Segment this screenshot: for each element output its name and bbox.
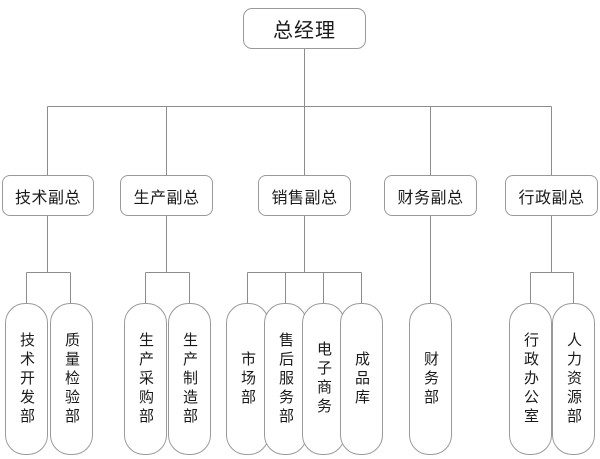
node-dept-e-commerce[interactable]: 电子商务 xyxy=(302,303,345,455)
node-dept-human-resources[interactable]: 人力资源部 xyxy=(552,303,595,455)
node-label: 生产采购部 xyxy=(137,331,155,427)
node-dept-production-procurement[interactable]: 生产采购部 xyxy=(124,303,167,455)
node-label: 电子商务 xyxy=(315,341,333,417)
node-label: 行政办公室 xyxy=(522,331,540,427)
node-label: 质量检验部 xyxy=(63,331,81,427)
node-label: 财务副总 xyxy=(397,187,464,207)
node-general-manager[interactable]: 总经理 xyxy=(243,8,366,49)
node-vp-sales[interactable]: 销售副总 xyxy=(258,175,351,216)
node-label: 人力资源部 xyxy=(565,331,583,427)
node-label: 生产制造部 xyxy=(181,331,199,427)
node-dept-finance[interactable]: 财务部 xyxy=(409,303,452,455)
node-label: 总经理 xyxy=(273,18,336,42)
node-vp-production[interactable]: 生产副总 xyxy=(120,175,213,216)
node-label: 成品库 xyxy=(353,350,371,408)
node-vp-finance[interactable]: 财务副总 xyxy=(384,175,477,216)
node-dept-after-sales-service[interactable]: 售后服务部 xyxy=(264,303,307,455)
node-dept-finished-goods-warehouse[interactable]: 成品库 xyxy=(340,303,383,455)
node-label: 售后服务部 xyxy=(277,331,295,427)
node-label: 生产副总 xyxy=(133,187,200,207)
node-label: 销售副总 xyxy=(271,187,338,207)
node-dept-technology-development[interactable]: 技术开发部 xyxy=(5,303,48,455)
node-dept-quality-inspection[interactable]: 质量检验部 xyxy=(50,303,93,455)
node-dept-administration-office[interactable]: 行政办公室 xyxy=(509,303,552,455)
node-dept-marketing[interactable]: 市场部 xyxy=(226,303,269,455)
node-label: 技术副总 xyxy=(14,187,81,207)
node-label: 行政副总 xyxy=(518,187,585,207)
node-label: 技术开发部 xyxy=(18,331,36,427)
node-vp-technology[interactable]: 技术副总 xyxy=(2,175,94,216)
node-label: 市场部 xyxy=(239,350,257,408)
node-label: 财务部 xyxy=(422,350,440,408)
node-vp-administration[interactable]: 行政副总 xyxy=(505,175,598,216)
node-dept-production-manufacturing[interactable]: 生产制造部 xyxy=(168,303,211,455)
